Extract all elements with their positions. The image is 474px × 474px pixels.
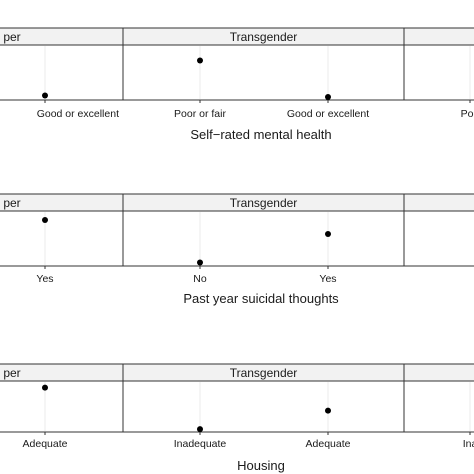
panel-border	[403, 44, 474, 101]
x-axis-title: Housing	[237, 458, 285, 473]
data-point	[42, 92, 48, 99]
panel-border	[0, 210, 124, 267]
panel-border	[0, 380, 124, 433]
facet-strip	[403, 193, 474, 212]
panel-border	[122, 380, 405, 433]
data-point	[197, 259, 203, 266]
panel-border	[403, 210, 474, 267]
x-axis-title: Past year suicidal thoughts	[183, 291, 339, 306]
facet-panel	[403, 193, 474, 267]
tick-label: Yes	[36, 273, 53, 285]
tick-label: Adequate	[23, 438, 68, 450]
tick-label: Yes	[319, 273, 336, 285]
data-point	[42, 217, 48, 223]
tick-label: Poor or fair	[174, 108, 226, 120]
tick-label: Adequate	[306, 438, 351, 450]
panel-border	[122, 44, 405, 101]
tick-label: Ina	[463, 438, 474, 450]
data-point	[197, 426, 203, 433]
tick-label: Good or excellent	[37, 108, 119, 120]
panel-border	[0, 44, 124, 101]
strip-label: per	[3, 366, 20, 380]
data-point	[325, 94, 331, 100]
facet-panel: Poo	[403, 27, 474, 120]
strip-label: per	[3, 196, 20, 210]
facet-strip	[403, 27, 474, 46]
panel-border	[122, 210, 405, 267]
tick-label: Good or excellent	[287, 108, 369, 120]
facet-panel: Ina	[403, 363, 474, 450]
tick-label: No	[193, 273, 207, 285]
tick-label: Poo	[461, 108, 474, 120]
data-point	[197, 57, 203, 64]
strip-label: Transgender	[230, 30, 298, 44]
strip-label: per	[3, 30, 20, 44]
x-axis-title: Self−rated mental health	[190, 127, 331, 142]
panel-border	[403, 380, 474, 433]
data-point	[325, 407, 331, 414]
strip-label: Transgender	[230, 366, 298, 380]
tick-label: Inadequate	[174, 438, 227, 450]
strip-label: Transgender	[230, 196, 298, 210]
data-point	[325, 231, 331, 237]
facet-strip	[403, 363, 474, 382]
data-point	[42, 384, 48, 391]
